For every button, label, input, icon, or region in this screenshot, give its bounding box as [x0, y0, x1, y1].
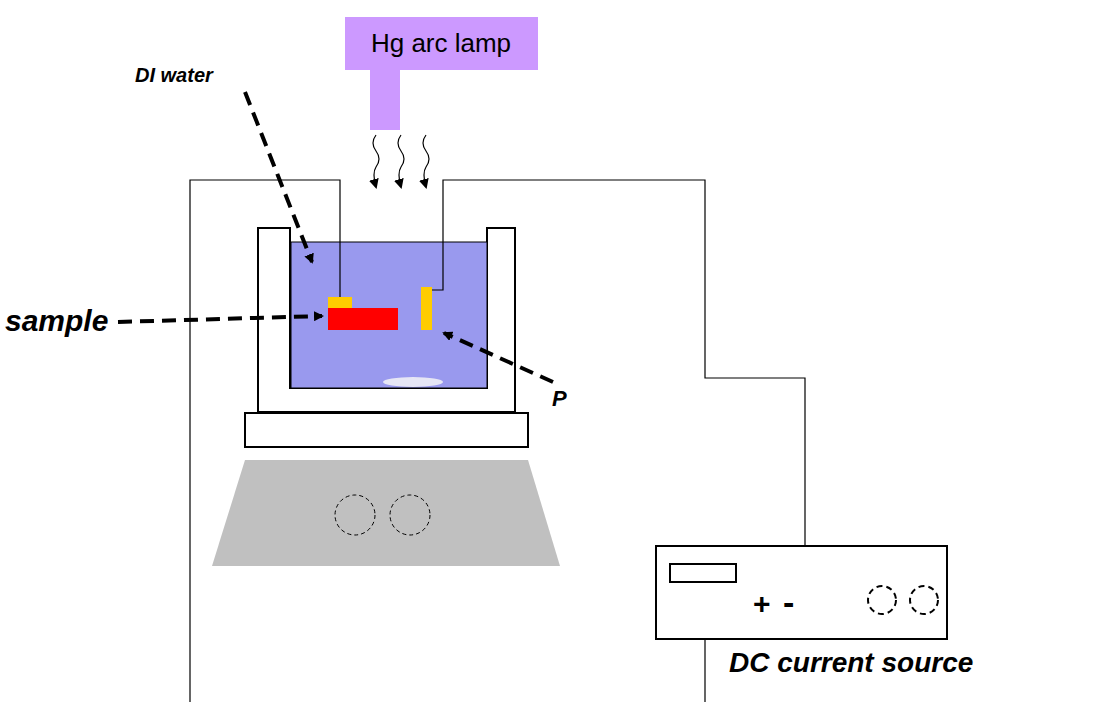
lamp-stem [370, 68, 400, 130]
stirrer-knob [335, 495, 375, 535]
dc-source-box: +-DC current source [655, 545, 948, 640]
device-label: DC current source [729, 647, 973, 679]
wire [190, 180, 340, 702]
wire [432, 180, 805, 600]
stir-bar [383, 377, 443, 387]
lamp-label: Hg arc lamp [371, 28, 511, 59]
stirrer-plate [212, 460, 560, 566]
lamp-box: Hg arc lamp [345, 17, 538, 70]
stirrer-knob [390, 495, 430, 535]
leader-line [118, 316, 322, 322]
display-window [669, 563, 737, 583]
beaker [258, 228, 515, 412]
callout-label: P [552, 386, 567, 412]
callout-label: sample [5, 304, 108, 338]
leader-line [245, 92, 312, 262]
light-rays [373, 135, 429, 187]
terminal-sign: + [753, 587, 771, 621]
terminal-sign: - [783, 583, 794, 622]
p-electrode [421, 287, 432, 330]
sample-contact [328, 297, 352, 308]
callout-label: DI water [135, 64, 213, 87]
stand-base [245, 413, 528, 447]
knobs [862, 580, 952, 620]
sample-piece [328, 308, 398, 330]
leader-line [444, 333, 553, 382]
